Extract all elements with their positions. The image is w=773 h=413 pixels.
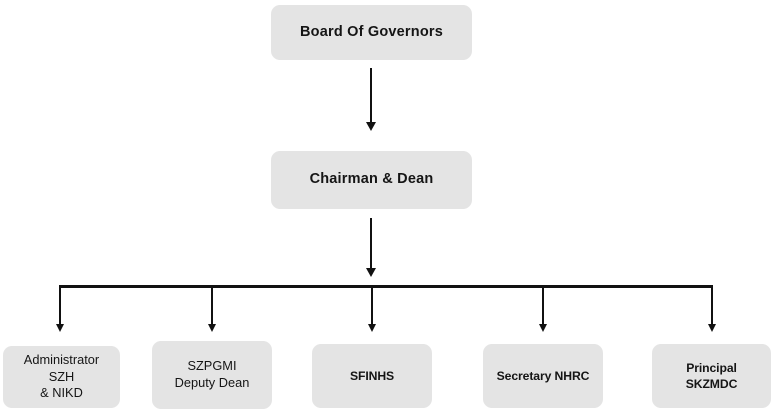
connector-drop-line-secretary [542,286,544,326]
node-secretary-nhrc[interactable]: Secretary NHRC [483,344,603,408]
node-label-chairman-and-dean: Chairman & Dean [309,171,434,188]
connector-drop-line-szpgmi [211,286,213,326]
connector-arrowhead-szpgmi [208,324,216,332]
connector-arrowhead-secretary [539,324,547,332]
connector-arrowhead-administrator [56,324,64,332]
connector-board-to-chairman-line [370,68,372,126]
connector-board-to-chairman-arrowhead [366,122,376,131]
connector-drop-line-principal [711,286,713,326]
connector-arrowhead-principal [708,324,716,332]
node-label-board-of-governors: Board Of Governors [300,23,443,40]
connector-drop-line-sfinhs [371,286,373,326]
node-label-principal-skzmdc: Principal SKZMDC [685,360,738,391]
node-sfinhs[interactable]: SFINHS [312,344,432,408]
connector-chairman-to-bus-arrowhead [366,268,376,277]
connector-drop-line-administrator [59,286,61,326]
node-szpgmi-deputy-dean[interactable]: SZPGMI Deputy Dean [152,341,272,409]
connector-chairman-to-bus-line [370,218,372,274]
node-chairman-and-dean[interactable]: Chairman & Dean [271,151,472,209]
node-label-administrator-szh-nikd: Administrator SZH & NIKD [23,351,100,401]
node-board-of-governors[interactable]: Board Of Governors [271,5,472,60]
node-label-sfinhs: SFINHS [349,368,395,383]
node-label-szpgmi-deputy-dean: SZPGMI Deputy Dean [174,358,250,390]
node-label-secretary-nhrc: Secretary NHRC [496,368,590,383]
connector-horizontal-bus [59,285,713,288]
connector-arrowhead-sfinhs [368,324,376,332]
node-administrator-szh-nikd[interactable]: Administrator SZH & NIKD [3,346,120,408]
node-principal-skzmdc[interactable]: Principal SKZMDC [652,344,771,408]
